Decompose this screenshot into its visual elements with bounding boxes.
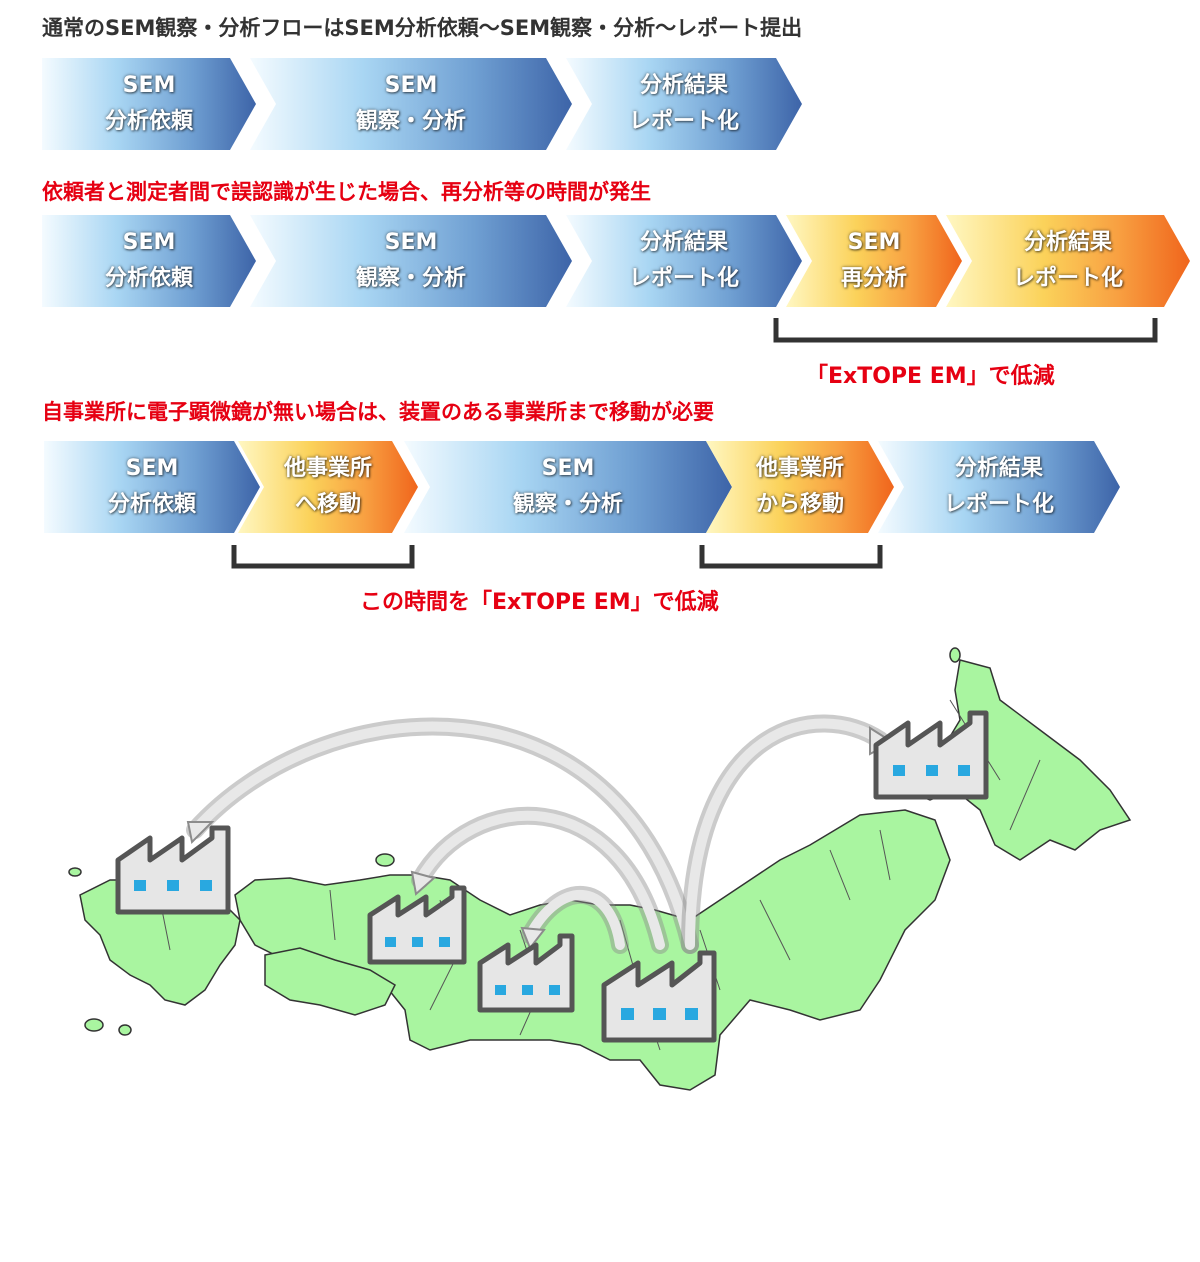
map-honshu: [234, 809, 951, 1091]
step-line2: へ移動: [294, 492, 361, 517]
map-island: [84, 1018, 104, 1032]
map-island: [68, 867, 82, 877]
step-line1: SEM: [122, 73, 176, 98]
map-island: [375, 853, 395, 867]
step-line1: 分析結果: [639, 73, 728, 98]
step-line2: 分析依頼: [104, 109, 193, 134]
step-line1: 分析結果: [954, 456, 1043, 481]
flow3-step-travel-to: 他事業所 へ移動: [238, 441, 418, 533]
factory-icon: [367, 885, 467, 965]
flow3-step-travel-from: 他事業所 から移動: [706, 441, 894, 533]
map-shikoku: [264, 947, 396, 1016]
step-line2: レポート化: [628, 266, 739, 291]
flow2-step-observe: SEM 観察・分析: [250, 215, 572, 307]
arrowhead-icon: [186, 821, 215, 845]
flow1-step-request: SEM 分析依頼: [42, 58, 256, 150]
step-line1: SEM: [541, 456, 595, 481]
step-line2: 観察・分析: [355, 109, 466, 134]
step-line1: 他事業所: [283, 456, 372, 481]
flow2-step-report: 分析結果 レポート化: [566, 215, 802, 307]
heading-misunderstanding: 依頼者と測定者間で誤認識が生じた場合、再分析等の時間が発生: [42, 180, 651, 204]
step-line1: 分析結果: [1023, 230, 1112, 255]
step-line2: 観察・分析: [355, 266, 466, 291]
heading-normal-flow: 通常のSEM観察・分析フローはSEM分析依頼〜SEM観察・分析〜レポート提出: [42, 16, 803, 40]
caption-reduce-travel: この時間を「ExTOPE EM」で低減: [360, 590, 719, 615]
bracket-travel-to: [231, 545, 415, 569]
factory-icon: [873, 710, 989, 800]
arrow-to-hokkaido: [685, 718, 885, 950]
step-line1: SEM: [384, 230, 438, 255]
arrowhead-icon: [520, 926, 546, 950]
arrow-to-kyushu: [190, 721, 695, 950]
factory-icon: [477, 933, 575, 1013]
flow3-step-report: 分析結果 レポート化: [878, 441, 1120, 533]
step-line1: SEM: [384, 73, 438, 98]
factory-icon: [115, 825, 231, 915]
flow1-step-report: 分析結果 レポート化: [566, 58, 802, 150]
arrow-to-chugoku: [415, 810, 665, 950]
flow1-step-observe: SEM 観察・分析: [250, 58, 572, 150]
flow3-step-request: SEM 分析依頼: [44, 441, 260, 533]
step-line2: レポート化: [1012, 266, 1123, 291]
step-line1: SEM: [125, 456, 179, 481]
map-island: [949, 647, 961, 663]
flow2-step-report-again: 分析結果 レポート化: [946, 215, 1190, 307]
arrowhead-icon: [410, 870, 437, 896]
flow3-step-observe: SEM 観察・分析: [404, 441, 732, 533]
arrow-to-kansai: [525, 890, 625, 950]
flow2-step-reanalysis: SEM 再分析: [786, 215, 962, 307]
flow2-step-request: SEM 分析依頼: [42, 215, 256, 307]
step-line2: 分析依頼: [107, 492, 196, 517]
caption-reduce-reanalysis: 「ExTOPE EM」で低減: [806, 364, 1055, 389]
bracket-reanalysis: [773, 318, 1158, 343]
step-line2: 再分析: [840, 266, 907, 291]
step-line1: SEM: [847, 230, 901, 255]
map-island: [118, 1024, 132, 1036]
step-line2: レポート化: [943, 492, 1054, 517]
step-line2: 観察・分析: [512, 492, 623, 517]
step-line2: 分析依頼: [104, 266, 193, 291]
step-line1: 他事業所: [755, 456, 844, 481]
step-line1: SEM: [122, 230, 176, 255]
step-line1: 分析結果: [639, 230, 728, 255]
step-line2: レポート化: [628, 109, 739, 134]
step-line2: から移動: [755, 492, 844, 517]
heading-no-microscope: 自事業所に電子顕微鏡が無い場合は、装置のある事業所まで移動が必要: [42, 400, 714, 424]
bracket-travel-from: [699, 545, 883, 569]
factory-icon: [601, 950, 717, 1043]
